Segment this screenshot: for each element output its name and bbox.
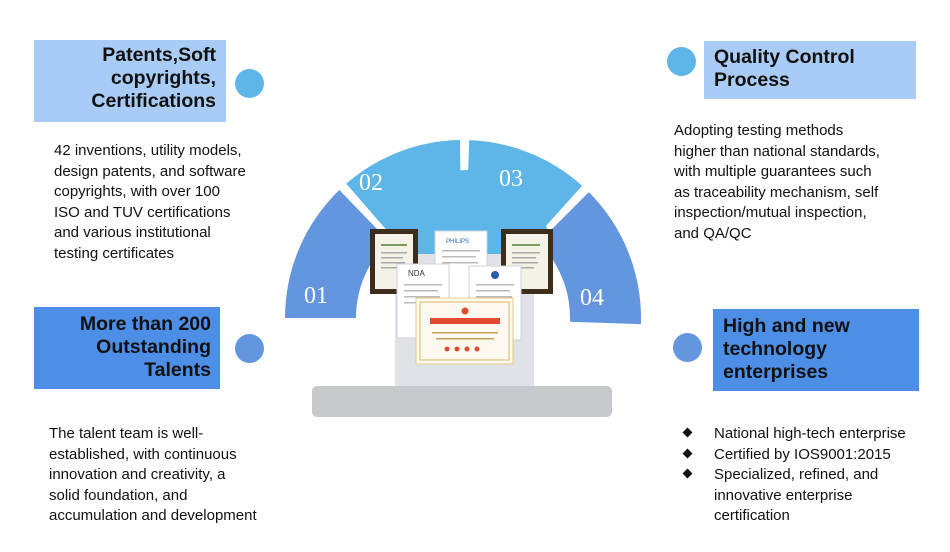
bullet-line: Certified by IOS9001:2015	[714, 445, 891, 463]
certificate-nda: NDA	[396, 263, 450, 339]
talents-line: accumulation and development	[49, 507, 257, 524]
quality-description: Adopting testing methods higher than nat…	[674, 121, 934, 244]
hightech-dot	[673, 333, 702, 362]
hightech-title-line: technology	[723, 338, 828, 360]
patents-title-line: copyrights,	[110, 67, 216, 89]
pedestal	[395, 254, 534, 387]
talents-line: solid foundation, and	[49, 486, 188, 504]
patents-line: testing certificates	[54, 244, 175, 262]
hightech-title-line: enterprises	[723, 361, 829, 383]
talents-line: established, with continuous	[49, 445, 237, 463]
base-bar	[312, 386, 612, 417]
bullet-line: innovative enterprise	[714, 486, 853, 504]
certificate-philips: PHILIPS	[434, 230, 488, 302]
quality-line: as traceability mechanism, self	[674, 183, 879, 201]
patents-line: and various institutional	[54, 224, 211, 241]
talents-line: The talent team is well-	[49, 425, 204, 442]
certificate-test-report	[468, 265, 522, 341]
talents-line: innovation and creativity, a	[49, 466, 226, 483]
patents-line: 42 inventions, utility models,	[54, 142, 242, 159]
certificate-frame-right	[501, 229, 553, 294]
patents-line: design patents, and software	[54, 162, 246, 180]
talents-title-line: More than 200	[79, 313, 211, 335]
quality-title-box: Quality Control Process	[704, 41, 916, 99]
quality-title-line: Process	[714, 69, 790, 91]
segment-number-01: 01	[304, 283, 328, 309]
talents-title-line: Outstanding	[96, 336, 211, 358]
patents-description: 42 inventions, utility models, design pa…	[54, 141, 289, 264]
patents-title-line: Patents,Soft	[102, 44, 216, 66]
quality-title-line: Quality Control	[714, 46, 855, 68]
arc-segment-01	[285, 189, 389, 318]
quality-dot	[667, 47, 696, 76]
hightech-title-line: High and new	[723, 315, 850, 337]
quality-line: higher than national standards,	[674, 142, 880, 160]
quality-line: Adopting testing methods	[674, 122, 844, 139]
patents-title-box: Patents,Soft copyrights, Certifications	[34, 40, 226, 122]
talents-description: The talent team is well- established, wi…	[49, 424, 299, 527]
patents-line: copyrights, with over 100	[54, 183, 220, 200]
talents-dot	[235, 334, 264, 363]
philips-label: PHILIPS	[446, 239, 469, 245]
quality-line: and QA/QC	[674, 224, 752, 242]
patents-dot	[235, 69, 264, 98]
talents-title-line: Talents	[144, 359, 211, 381]
hightech-bullet-list: National high-tech enterprise Certified …	[680, 424, 945, 527]
inner-arch	[383, 170, 551, 290]
bullet-line: Specialized, refined, and	[714, 466, 879, 483]
nda-label: NDA	[408, 269, 426, 278]
bullet-line: certification	[714, 507, 790, 524]
patents-line: ISO and TUV certifications	[54, 203, 231, 221]
segment-number-03: 03	[499, 166, 523, 192]
talents-title-box: More than 200 Outstanding Talents	[34, 307, 220, 389]
hightech-title-box: High and new technology enterprises	[713, 309, 919, 391]
segment-number-02: 02	[359, 170, 383, 196]
quality-line: with multiple guarantees such	[674, 163, 872, 180]
hightech-bullet: Specialized, refined, and innovative ent…	[680, 465, 945, 527]
arc-segment-03	[466, 140, 583, 239]
hightech-bullet: Certified by IOS9001:2015	[680, 445, 945, 466]
certificate-frame-left	[370, 229, 418, 294]
quality-line: inspection/mutual inspection,	[674, 204, 867, 221]
bullet-line: National high-tech enterprise	[714, 425, 906, 442]
segment-number-04: 04	[580, 285, 604, 311]
certificate-award	[415, 297, 514, 365]
hightech-bullet: National high-tech enterprise	[680, 424, 945, 445]
patents-title-line: Certifications	[91, 90, 216, 112]
